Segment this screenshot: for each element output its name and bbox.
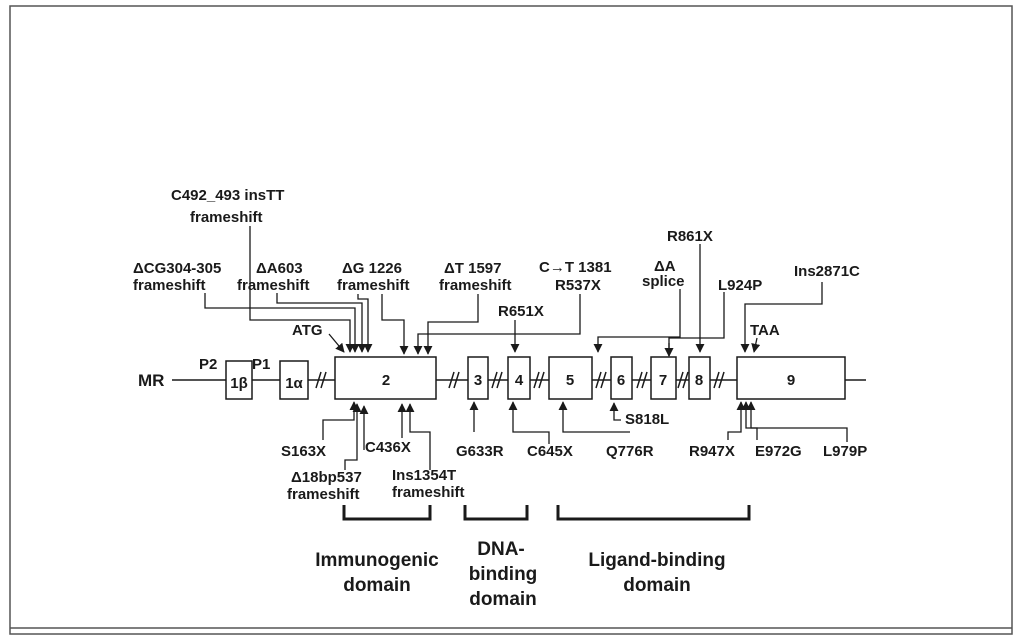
ligand-binding-label-line2: domain [623, 575, 691, 596]
immunogenic-bracket [342, 505, 432, 521]
mut-r947x: R947X [689, 443, 735, 460]
mut-da-splice-line2: splice [642, 273, 685, 290]
gene-label: MR [138, 371, 164, 390]
exon-8-label: 8 [695, 372, 703, 389]
immunogenic-label-line1: Immunogenic [315, 550, 439, 571]
mut-c492-line2: frameshift [190, 209, 263, 226]
mut-g633r: G633R [456, 443, 504, 460]
mut-c645x: C645X [527, 443, 573, 460]
mut-da603-line2: frameshift [237, 277, 310, 294]
mut-r861x: R861X [667, 228, 713, 245]
exon-6 [610, 356, 633, 400]
dna-binding-label-line2: binding [469, 564, 538, 585]
mut-c1381: C→T 1381 [539, 259, 612, 276]
mut-dg1226-line1: ΔG 1226 [342, 260, 402, 277]
figure-border [9, 5, 1013, 635]
mut-l924p: L924P [718, 277, 762, 294]
promoter-p1: P1 [252, 356, 270, 373]
exon-4 [507, 356, 531, 400]
mut-ins1354t-line1: Ins1354T [392, 467, 456, 484]
exon-1b-label: 1β [230, 375, 248, 392]
stop-codon-label: TAA [750, 322, 780, 339]
exon-4-label: 4 [515, 372, 524, 389]
mut-c436x: C436X [365, 439, 411, 456]
mut-dt1597-line2: frameshift [439, 277, 512, 294]
mut-da603-line1: ΔA603 [256, 260, 303, 277]
mut-dcg-line1: ΔCG304-305 [133, 260, 221, 277]
exon-5 [548, 356, 593, 400]
mut-c492-line1: C492_493 insTT [171, 187, 284, 204]
mut-r537x: R537X [555, 277, 601, 294]
top-leaders [204, 226, 823, 357]
exons [225, 356, 846, 400]
mut-dcg-line2: frameshift [133, 277, 206, 294]
exon-9 [736, 356, 846, 400]
exon-5-label: 5 [566, 372, 574, 389]
exon-3-label: 3 [474, 372, 482, 389]
exon-1a-label: 1α [285, 375, 303, 392]
dna-binding-bracket [463, 505, 529, 521]
mut-da-splice-line1: ΔA [654, 258, 676, 275]
mut-s163x: S163X [281, 443, 326, 460]
exon-1b [225, 360, 253, 400]
mut-q776r: Q776R [606, 443, 654, 460]
domain-brackets [342, 505, 751, 521]
mut-dg1226-line2: frameshift [337, 277, 410, 294]
start-codon-label: ATG [292, 322, 323, 339]
exon-9-label: 9 [787, 372, 795, 389]
exon-2-label: 2 [382, 372, 390, 389]
dna-binding-label-line3: domain [469, 589, 537, 610]
mut-ins1354t-line2: frameshift [392, 484, 465, 501]
mut-l979p: L979P [823, 443, 867, 460]
mut-d18bp-line1: Δ18bp537 [291, 469, 362, 486]
mut-dt1597-line1: ΔT 1597 [444, 260, 501, 277]
exon-1a [279, 360, 309, 400]
exon-7-label: 7 [659, 372, 667, 389]
ligand-binding-bracket [556, 505, 751, 521]
bottom-leaders [322, 401, 848, 470]
exon-8 [688, 356, 711, 400]
immunogenic-label-line2: domain [343, 575, 411, 596]
ligand-binding-label-line1: Ligand-binding [588, 550, 725, 571]
mut-e972g: E972G [755, 443, 802, 460]
exon-6-label: 6 [617, 372, 625, 389]
mut-s818l: S818L [625, 411, 669, 428]
intron-breaks [315, 371, 725, 389]
mut-r651x: R651X [498, 303, 544, 320]
exon-3 [467, 356, 489, 400]
promoter-p2: P2 [199, 356, 217, 373]
exon-2 [334, 356, 437, 400]
exon-7 [650, 356, 677, 400]
mut-ins2871c: Ins2871C [794, 263, 860, 280]
dna-binding-label-line1: DNA- [477, 539, 525, 560]
mut-d18bp-line2: frameshift [287, 486, 360, 503]
